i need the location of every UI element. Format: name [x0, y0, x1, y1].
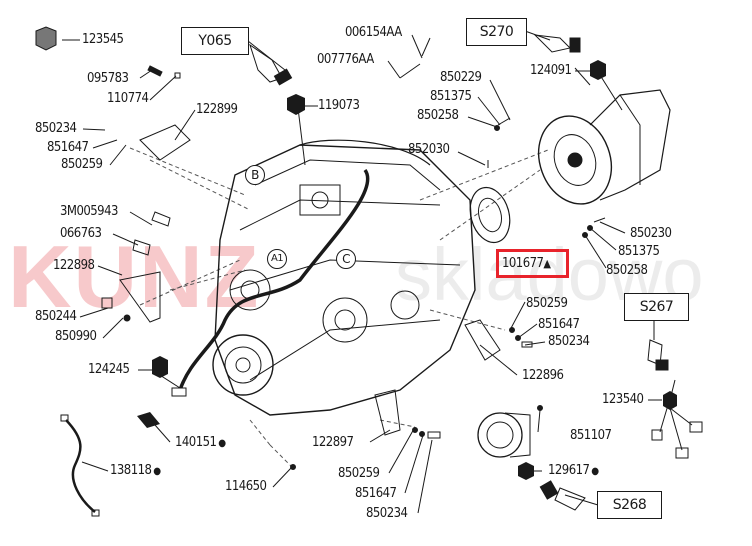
part-label[interactable]: 852030 [408, 142, 450, 157]
part-label[interactable]: 140151 [175, 436, 226, 451]
part-label[interactable]: 129617 [548, 464, 599, 479]
ref-box-s267[interactable]: S267 [624, 293, 689, 321]
part-label[interactable]: 850259 [338, 466, 380, 481]
part-label[interactable]: 851375 [430, 89, 472, 104]
ref-box-y065[interactable]: Y065 [181, 27, 249, 55]
part-label[interactable]: 3M005943 [60, 204, 118, 219]
part-label[interactable]: 122899 [196, 102, 238, 117]
part-label[interactable]: 123540 [602, 392, 644, 407]
part-label[interactable]: 124245 [88, 362, 130, 377]
part-label[interactable]: 850259 [526, 296, 568, 311]
part-label[interactable]: 006154AA [345, 25, 402, 40]
part-label[interactable]: 110774 [107, 91, 149, 106]
part-label[interactable]: 850234 [548, 334, 590, 349]
part-label[interactable]: 114650 [225, 479, 267, 494]
part-label[interactable]: 851647 [538, 317, 580, 332]
view-marker-b: B [245, 165, 265, 185]
part-label[interactable]: 850229 [440, 70, 482, 85]
part-label[interactable]: 095783 [87, 71, 129, 86]
triangle-marker-icon: ▲ [543, 257, 551, 270]
part-label[interactable]: 851647 [355, 486, 397, 501]
part-label[interactable]: 122897 [312, 435, 354, 450]
part-label[interactable]: 122898 [53, 258, 95, 273]
ref-box-s270[interactable]: S270 [466, 18, 527, 46]
part-number: 101677 [502, 256, 544, 271]
part-label[interactable]: 066763 [60, 226, 102, 241]
part-label[interactable]: 124091 [530, 63, 572, 78]
ref-box-s268[interactable]: S268 [597, 491, 662, 519]
part-label[interactable]: 850234 [366, 506, 408, 521]
part-label[interactable]: 123545 [82, 32, 124, 47]
highlighted-part-number[interactable]: 101677▲ [502, 257, 551, 271]
part-label[interactable]: 850234 [35, 121, 77, 136]
part-label[interactable]: 850990 [55, 329, 97, 344]
part-label[interactable]: 138118 [110, 464, 161, 479]
part-label[interactable]: 851647 [47, 140, 89, 155]
part-label[interactable]: 850230 [630, 226, 672, 241]
part-label[interactable]: 850259 [61, 157, 103, 172]
part-label[interactable]: 119073 [318, 98, 360, 113]
highlighted-part-box[interactable] [496, 249, 569, 278]
view-marker-c: C [336, 249, 356, 269]
part-label[interactable]: 850258 [606, 263, 648, 278]
part-label[interactable]: 850244 [35, 309, 77, 324]
part-label[interactable]: 850258 [417, 108, 459, 123]
part-label[interactable]: 851107 [570, 428, 612, 443]
view-marker-a1: A1 [267, 249, 287, 269]
part-label[interactable]: 007776AA [317, 52, 374, 67]
part-label[interactable]: 122896 [522, 368, 564, 383]
part-label[interactable]: 851375 [618, 244, 660, 259]
